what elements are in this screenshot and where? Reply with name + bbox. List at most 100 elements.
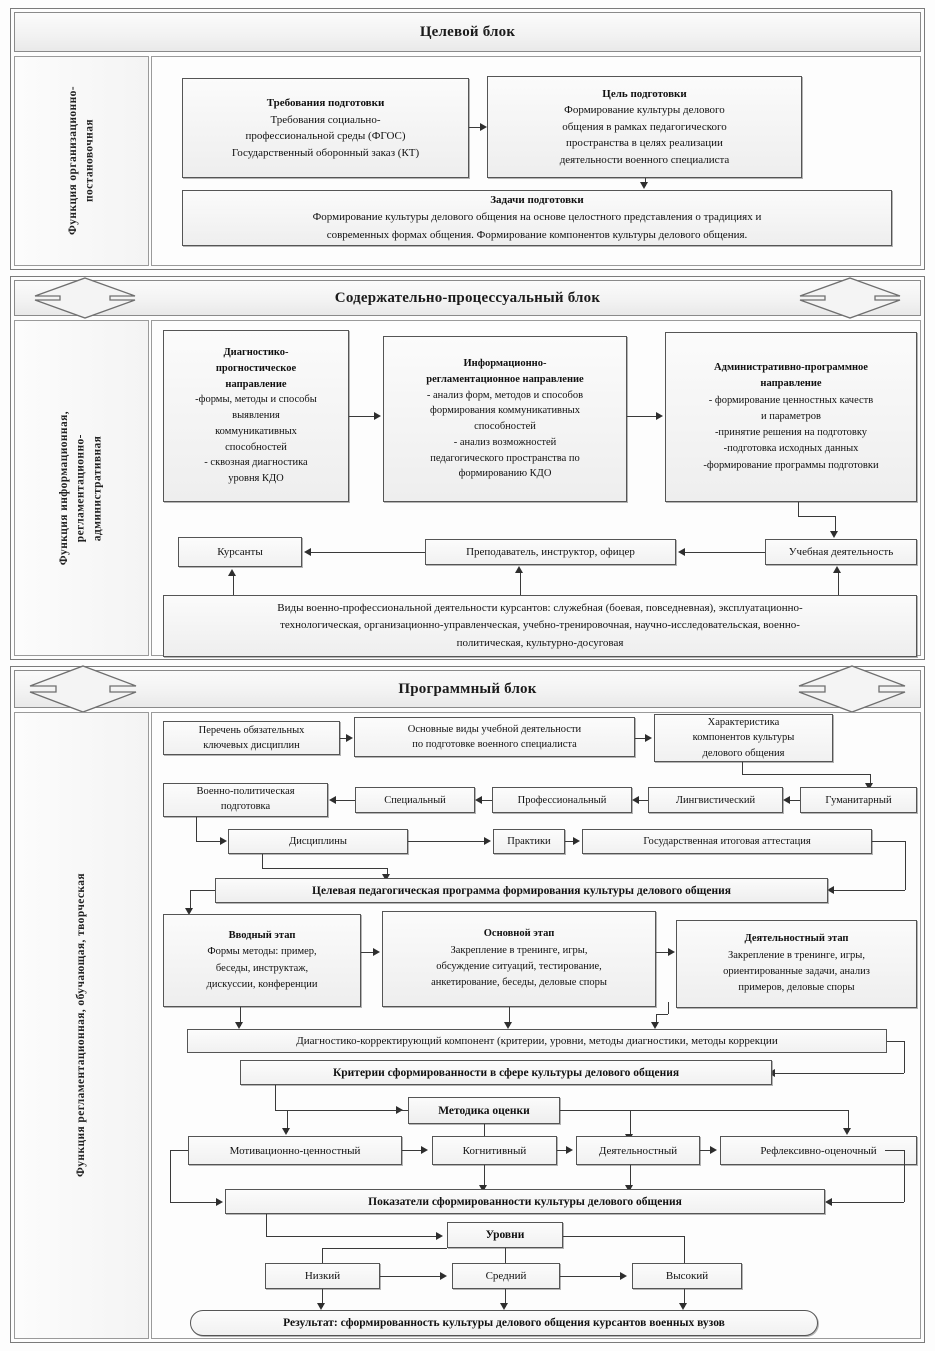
connector-motiv-ind-v	[170, 1150, 171, 1202]
node-administrative-line-1: - формирование ценностных качеств	[708, 394, 874, 406]
node-administrative-line-4: -подготовка исходных данных	[723, 443, 859, 455]
node-requirements: Требования подготовки Требования социаль…	[182, 78, 469, 178]
arrowhead-admin-learn	[830, 531, 838, 538]
node-special: Специальный	[355, 787, 475, 813]
connector-teacher-cadets	[311, 552, 425, 553]
block-title-program: Программный блок	[398, 680, 537, 697]
node-criterion-activity: Деятельностный	[576, 1136, 700, 1165]
connector-admin-learn-v1	[798, 502, 799, 516]
node-result: Результат: сформированность культуры дел…	[190, 1310, 818, 1336]
connector-ind-lev-v	[266, 1214, 267, 1236]
node-culture-components-label: Характеристика компонентов культуры дело…	[692, 717, 795, 759]
node-activity-types-line-2: технологическая, организационно-управлен…	[280, 619, 800, 632]
arrowhead-teacher-cadets	[304, 548, 311, 556]
node-humanitarian: Гуманитарный	[800, 787, 917, 813]
node-activity-types-line-1: Виды военно-профессиональной деятельност…	[277, 602, 803, 615]
connector-info-admin	[627, 416, 656, 417]
node-criteria-label: Критерии сформированности в сфере культу…	[332, 1066, 680, 1079]
outer-frame-middle	[10, 276, 925, 660]
node-criteria: Критерии сформированности в сфере культу…	[240, 1060, 772, 1085]
node-level-low-label: Низкий	[304, 1270, 341, 1282]
arrowhead-types-cadets	[228, 569, 236, 576]
arrowhead-prof-spec	[475, 796, 482, 804]
arrowhead-refl-ind	[825, 1198, 832, 1206]
arrowhead-motiv-ind	[216, 1198, 223, 1206]
connector-mid-high	[560, 1276, 620, 1277]
node-criterion-motivational: Мотивационно-ценностный	[188, 1136, 402, 1165]
connector-meth-right-h	[560, 1110, 848, 1111]
node-stage-main-line-2: обсуждение ситуаций, тестирование,	[436, 961, 602, 972]
connector-types-learn	[838, 572, 839, 595]
node-program-bar-label: Целевая педагогическая программа формиро…	[312, 884, 731, 897]
node-goal-line-4: деятельности военного специалиста	[559, 153, 730, 166]
connector-prof-spec	[482, 800, 492, 801]
node-practices: Практики	[493, 829, 565, 854]
node-linguistic: Лингвистический	[648, 787, 783, 813]
connector-attest-prog-h2	[834, 890, 905, 891]
node-diagnostic-line-3: коммуникативных	[215, 425, 297, 437]
program-content-area	[151, 712, 921, 1339]
node-informational-line-5: педагогического пространства по	[430, 452, 580, 464]
node-diagnostic-component-label: Диагностико-корректирующий компонент (кр…	[296, 1035, 778, 1047]
connector-intro-diag	[240, 1007, 241, 1026]
arrowhead-motiv-cogn	[421, 1146, 428, 1154]
node-tasks-line-1: Формирование культуры делового общения н…	[312, 211, 762, 224]
arrowhead-diag-info	[374, 412, 381, 420]
node-informational-line-1: - анализ форм, методов и способов	[426, 389, 584, 401]
node-administrative-direction: Административно-программное направление …	[665, 332, 917, 502]
node-cadets-label: Курсанты	[217, 546, 263, 558]
connector-lev-left-h	[322, 1248, 447, 1249]
block-header-target: Целевой блок	[14, 12, 921, 52]
node-goal: Цель подготовки Формирование культуры де…	[487, 76, 802, 178]
node-levels-title-label: Уровни	[485, 1229, 525, 1241]
arrowhead-attest-prog	[827, 886, 834, 894]
node-indicators: Показатели сформированности культуры дел…	[225, 1189, 825, 1214]
arrowhead-spec-milpol	[329, 796, 336, 804]
node-level-mid-label: Средний	[485, 1270, 527, 1282]
node-learning-activity: Учебная деятельность	[765, 539, 917, 565]
connector-prac-attest	[565, 841, 573, 842]
connector-ind-lev-h	[266, 1236, 436, 1237]
node-teacher: Преподаватель, инструктор, офицер	[425, 539, 676, 565]
node-activity-types-line-3: политическая, культурно-досуговая	[456, 636, 624, 649]
node-requirements-line-2: профессиональной среды (ФГОС)	[245, 130, 406, 142]
block-title-content: Содержательно-процессуальный блок	[334, 289, 601, 306]
node-diagnostic-line-5: - сквозная диагностика	[204, 457, 308, 469]
connector-meth-refl-v	[848, 1110, 849, 1132]
outer-frame-top	[10, 8, 925, 270]
node-diagnostic-title: Диагностико- прогностическое направление	[215, 347, 297, 390]
connector-intro-main	[361, 952, 373, 953]
sidebar-label-regulatory: Функция регламентационная, обучающая, тв…	[75, 873, 88, 1178]
node-activity-types: Виды военно-профессиональной деятельност…	[163, 595, 917, 657]
connector-attest-prog-v	[905, 841, 906, 890]
node-military-political: Военно-политическая подготовка	[163, 783, 328, 817]
connector-refl-ind-h1	[885, 1150, 904, 1151]
node-professional-label: Профессиональный	[517, 794, 607, 806]
connector-spec-milpol	[336, 800, 355, 801]
block-header-content: Содержательно-процессуальный блок	[14, 280, 921, 316]
node-diagnostic-direction: Диагностико- прогностическое направление…	[163, 330, 349, 502]
arrowhead-r1-2-3	[645, 734, 652, 742]
node-learning-activity-label: Учебная деятельность	[788, 546, 894, 558]
node-diagnostic-component: Диагностико-корректирующий компонент (кр…	[187, 1029, 887, 1053]
connector-mid-res	[505, 1289, 506, 1307]
connector-cogn-act	[557, 1150, 566, 1151]
node-stage-main-title: Основной этап	[483, 928, 555, 940]
connector-act-diag-v2	[656, 1014, 657, 1026]
connector-disc-prog-v2	[387, 868, 388, 876]
node-criterion-cognitive: Когнитивный	[432, 1136, 557, 1165]
connector-attest-prog-h1	[872, 841, 905, 842]
connector-milpol-disc-v	[196, 817, 197, 841]
connector-act-diag-h	[656, 1014, 668, 1015]
node-goal-title: Цель подготовки	[602, 87, 687, 100]
node-stage-intro-title: Вводный этап	[228, 929, 296, 941]
connector-learn-teacher	[685, 552, 765, 553]
connector-disc-prog-v1	[262, 854, 263, 868]
node-informational-line-6: формированию КДО	[458, 468, 552, 480]
arrowhead-milpol-disc	[220, 837, 227, 845]
node-goal-line-3: пространства в целях реализации	[566, 137, 723, 150]
node-diagnostic-line-2: выявления	[232, 410, 280, 422]
node-goal-line-1: Формирование культуры делового	[564, 104, 725, 117]
connector-diagcomp-crit-v	[904, 1041, 905, 1073]
arrowhead-culture-hum	[865, 783, 873, 790]
